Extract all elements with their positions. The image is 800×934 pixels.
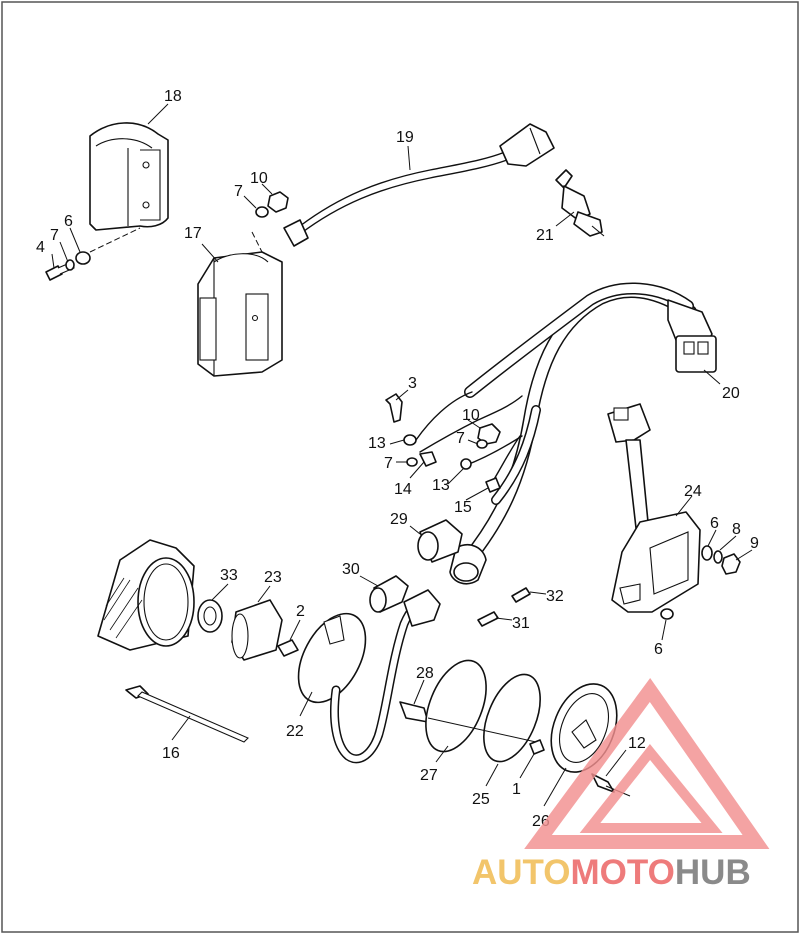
- callout-10-mid: 10: [462, 407, 480, 424]
- watermark-triangle-inner: [579, 744, 723, 833]
- part-17-ignition-coil: [197, 251, 283, 377]
- assembly-line-plates: [427, 717, 537, 743]
- part-3-bolt: [385, 393, 403, 423]
- part-9-nut: [721, 553, 741, 575]
- part-10-nut-mid: [477, 423, 501, 445]
- part-21-spark-plug: [555, 169, 605, 237]
- part-28-standoff: [399, 701, 429, 723]
- part-15-connector: [485, 477, 501, 493]
- part-29-boot: [417, 519, 463, 563]
- callout-19: 19: [396, 129, 414, 146]
- part-2-screw: [277, 639, 299, 657]
- engine-case-section: [97, 539, 195, 651]
- callout-14: 14: [394, 481, 412, 498]
- part-31-pin: [477, 611, 499, 627]
- callout-27: 27: [420, 767, 438, 784]
- part-20-connector: [667, 299, 717, 373]
- callout-2: 2: [296, 603, 305, 620]
- part-7-lockwasher-left: [65, 259, 75, 271]
- part-27-gasket-plate: [425, 659, 487, 753]
- watermark-word-moto: MOTO: [571, 853, 675, 892]
- wiring-harness: [415, 282, 697, 585]
- callout-24: 24: [684, 483, 702, 500]
- part-8-lockwasher: [713, 550, 723, 564]
- callout-30: 30: [342, 561, 360, 578]
- callout-21: 21: [536, 227, 554, 244]
- part-10-nut-top: [267, 191, 289, 213]
- callout-20: 20: [722, 385, 740, 402]
- part-22-sensor-plate: [297, 589, 441, 764]
- callout-6-bottom: 6: [654, 641, 663, 658]
- callout-7-mid: 7: [456, 430, 465, 447]
- callout-3: 3: [408, 375, 417, 392]
- callout-13-upper: 13: [368, 435, 386, 452]
- part-7-lockwasher-top: [255, 206, 269, 218]
- watermark-text: AUTOMOTOHUB: [472, 853, 751, 892]
- callout-13-lower: 13: [432, 477, 450, 494]
- callout-labels: 18 19 10 7 17 21 4 7 6 20 3 10 13 7 7 14…: [36, 88, 759, 830]
- part-30-grommet: [369, 575, 409, 613]
- callout-6-right: 6: [710, 515, 719, 532]
- part-24-ignition-module: [607, 403, 701, 613]
- part-19-spark-plug-cable: [283, 123, 555, 247]
- callout-8: 8: [732, 521, 741, 538]
- part-12-screw: [591, 773, 615, 793]
- part-18-coil-cover: [89, 122, 169, 231]
- assembly-line-coil: [251, 231, 263, 253]
- part-7-lockwasher-mid: [476, 439, 488, 449]
- callout-7-left: 7: [50, 227, 59, 244]
- callout-15: 15: [454, 499, 472, 516]
- callout-23: 23: [264, 569, 282, 586]
- callout-6-left: 6: [64, 213, 73, 230]
- callout-10-top: 10: [250, 170, 268, 187]
- callout-29: 29: [390, 511, 408, 528]
- part-23-rotor-cup: [231, 599, 283, 661]
- callout-18: 18: [164, 88, 182, 105]
- assembly-line-cover: [89, 227, 141, 253]
- part-13-terminal-upper: [403, 434, 417, 446]
- watermark-word-hub: HUB: [675, 853, 751, 892]
- watermark-logo: AUTOMOTOHUB: [472, 677, 770, 892]
- callout-32: 32: [546, 588, 564, 605]
- part-13-terminal-lower: [460, 458, 472, 470]
- callout-28: 28: [416, 665, 434, 682]
- part-6-washer-right: [701, 545, 713, 561]
- callout-33: 33: [220, 567, 238, 584]
- callout-17: 17: [184, 225, 202, 242]
- callout-12: 12: [628, 735, 646, 752]
- leader-lines: [51, 103, 753, 807]
- callout-4: 4: [36, 239, 45, 256]
- watermark-word-auto: AUTO: [472, 853, 571, 892]
- callout-16: 16: [162, 745, 180, 762]
- part-6-washer-bottom: [660, 608, 674, 620]
- callout-7-top: 7: [234, 183, 243, 200]
- watermark-triangle-outer: [524, 677, 770, 849]
- callout-22: 22: [286, 723, 304, 740]
- part-6-washer-left: [75, 251, 91, 265]
- part-32-pin: [511, 587, 531, 603]
- part-7-lockwasher-lower: [406, 457, 418, 467]
- callout-31: 31: [512, 615, 530, 632]
- part-1-screw: [529, 739, 545, 755]
- callout-25: 25: [472, 791, 490, 808]
- part-33-bushing: [197, 599, 223, 633]
- callout-7-lower: 7: [384, 455, 393, 472]
- callout-1: 1: [512, 781, 521, 798]
- part-16-cable-strap: [125, 685, 249, 743]
- callout-9: 9: [750, 535, 759, 552]
